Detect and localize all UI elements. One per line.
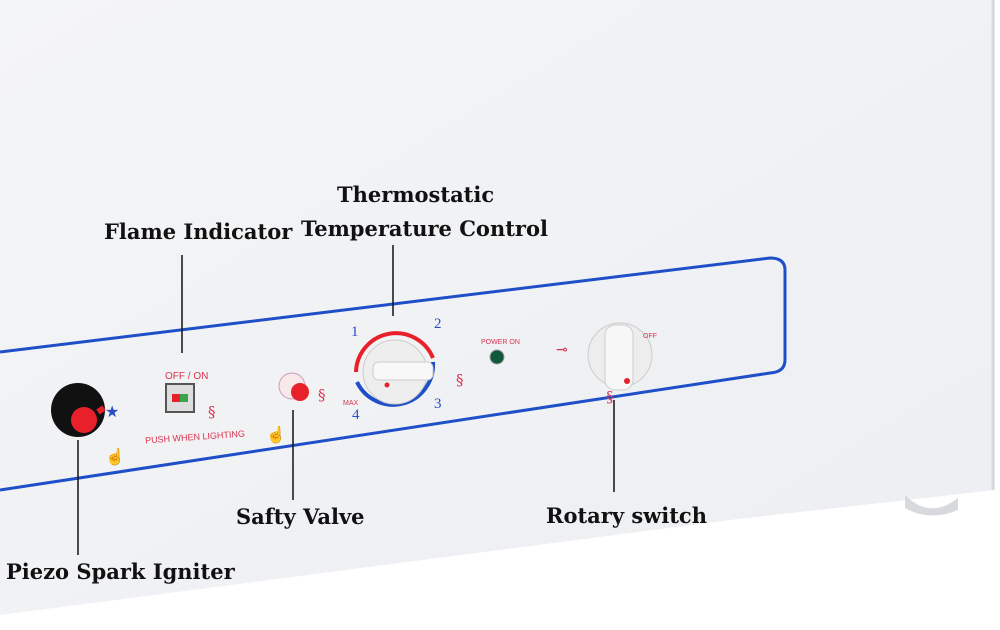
appliance-body (0, 0, 995, 615)
flame-icons: § § § § (208, 371, 614, 421)
power-on-indicator (489, 349, 505, 365)
spark-star-icon: ★ (105, 402, 119, 421)
flame-indicator-window (165, 383, 195, 413)
plug-icon: ⊸ (556, 342, 568, 358)
dial-number-1: 1 (351, 324, 359, 340)
push-hand-icon: ☝ (266, 425, 286, 444)
flame-icon: § (456, 371, 464, 389)
off-on-label: OFF / ON (165, 371, 209, 382)
callout-piezo-igniter: Piezo Spark Igniter (6, 559, 235, 584)
thermostat-dial[interactable] (354, 331, 436, 407)
callout-rotary-switch: Rotary switch (546, 503, 707, 528)
callout-thermostat-line1: Thermostatic (337, 182, 495, 207)
max-label: MAX (343, 400, 359, 407)
foot (905, 495, 958, 516)
callout-flame-indicator: Flame Indicator (104, 219, 293, 244)
off-label: OFF (643, 333, 657, 340)
callout-lines (77, 245, 615, 555)
rotary-switch-knob[interactable] (587, 322, 653, 391)
power-on-label: POWER ON (481, 339, 520, 346)
dial-number-2: 2 (434, 316, 442, 332)
safety-valve-button[interactable] (278, 372, 309, 401)
dial-number-4: 4 (352, 407, 360, 423)
flame-icon: § (208, 403, 216, 421)
flame-icon: § (606, 388, 614, 406)
flame-icon: § (318, 386, 326, 404)
callout-safety-valve: Safty Valve (236, 504, 365, 529)
push-hand-icon: ☝ (105, 447, 125, 466)
panel-border (0, 256, 787, 492)
callout-thermostat-line2: Temperature Control (301, 216, 548, 241)
dial-number-3: 3 (434, 396, 442, 412)
piezo-igniter-button[interactable] (51, 383, 106, 437)
